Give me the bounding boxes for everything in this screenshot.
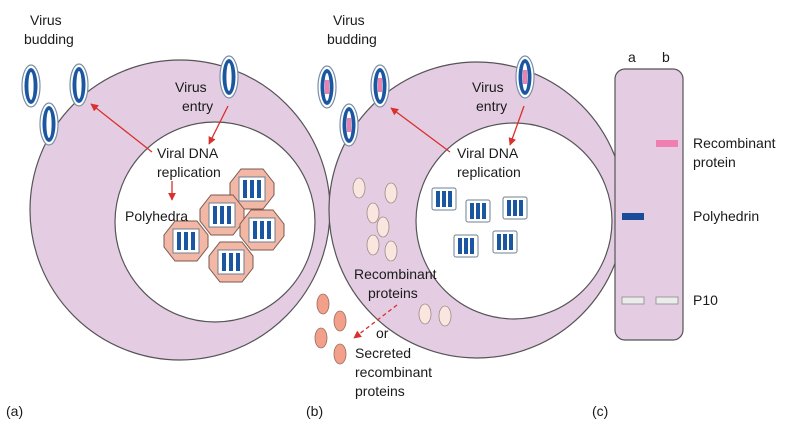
band-p10-b <box>655 296 679 305</box>
polyhedron <box>239 209 285 251</box>
recombinant-protein <box>352 177 366 199</box>
secreted-protein <box>314 327 328 349</box>
label-recombinant-protein: Recombinant protein <box>693 135 779 170</box>
recombinant-protein <box>366 202 380 224</box>
recombinant-protein <box>376 216 390 238</box>
recombinant-protein <box>384 182 398 204</box>
virus-particle <box>219 55 239 99</box>
arrow-entry-a <box>208 105 229 145</box>
nucleocapsid <box>492 230 518 254</box>
caption-a: (a) <box>6 403 23 419</box>
recombinant-protein <box>438 305 452 327</box>
recombinant-protein <box>384 240 398 262</box>
recombinant-virus <box>317 65 337 109</box>
nucleocapsid <box>453 234 479 258</box>
gel <box>614 68 684 341</box>
secreted-protein <box>333 343 347 365</box>
caption-b: (b) <box>306 403 323 419</box>
label-polyhedra: Polyhedra <box>125 208 188 224</box>
label-polyhedrin: Polyhedrin <box>693 208 759 224</box>
recombinant-virus <box>515 55 535 99</box>
panel-c: a b Recombinant protein Polyhedrin P10 (… <box>592 49 779 419</box>
polyhedron <box>208 241 254 283</box>
label-or: or <box>376 325 389 341</box>
arrow-entry-b <box>508 105 525 146</box>
panel-a: Virus budding Virus entry Viral DNA repl… <box>6 12 331 419</box>
label-virus-entry-a: Virus entry <box>175 79 213 114</box>
band-p10-a <box>621 296 645 305</box>
virus-particle <box>69 63 89 107</box>
recombinant-virus <box>339 103 359 147</box>
arrow-budding-b <box>390 107 451 153</box>
nucleus-b <box>415 122 613 320</box>
secreted-protein <box>333 310 347 332</box>
label-viral-dna-b: Viral DNA replication <box>457 145 521 180</box>
recombinant-protein <box>418 303 432 325</box>
polyhedron <box>199 194 245 236</box>
panel-b: Virus budding Virus entry Viral DNA repl… <box>306 12 626 419</box>
virus-particle <box>39 102 59 146</box>
band-recombinant-b <box>656 140 678 147</box>
label-secreted: Secreted recombinant proteins <box>355 345 436 399</box>
secreted-protein <box>316 293 330 315</box>
nucleocapsid <box>465 199 491 223</box>
label-viral-dna-a: Viral DNA replication <box>157 145 221 180</box>
label-recombinant-proteins: Recombinant proteins <box>354 266 440 301</box>
label-virus-budding-a: Virus budding <box>24 12 74 47</box>
lane-label-b: b <box>662 49 670 65</box>
caption-c: (c) <box>592 403 608 419</box>
band-polyhedrin-a <box>622 213 644 220</box>
label-virus-entry-b: Virus entry <box>472 79 508 114</box>
nucleocapsid <box>502 196 528 220</box>
label-p10: P10 <box>693 292 718 308</box>
recombinant-virus <box>370 64 390 108</box>
label-virus-budding-b: Virus budding <box>327 12 377 47</box>
arrow-secretion <box>353 304 398 339</box>
polyhedron <box>163 220 209 262</box>
virus-particle <box>21 64 41 108</box>
recombinant-protein <box>366 234 380 256</box>
lane-label-a: a <box>628 49 636 65</box>
arrow-budding-a <box>90 103 153 153</box>
nucleocapsid <box>431 187 457 211</box>
